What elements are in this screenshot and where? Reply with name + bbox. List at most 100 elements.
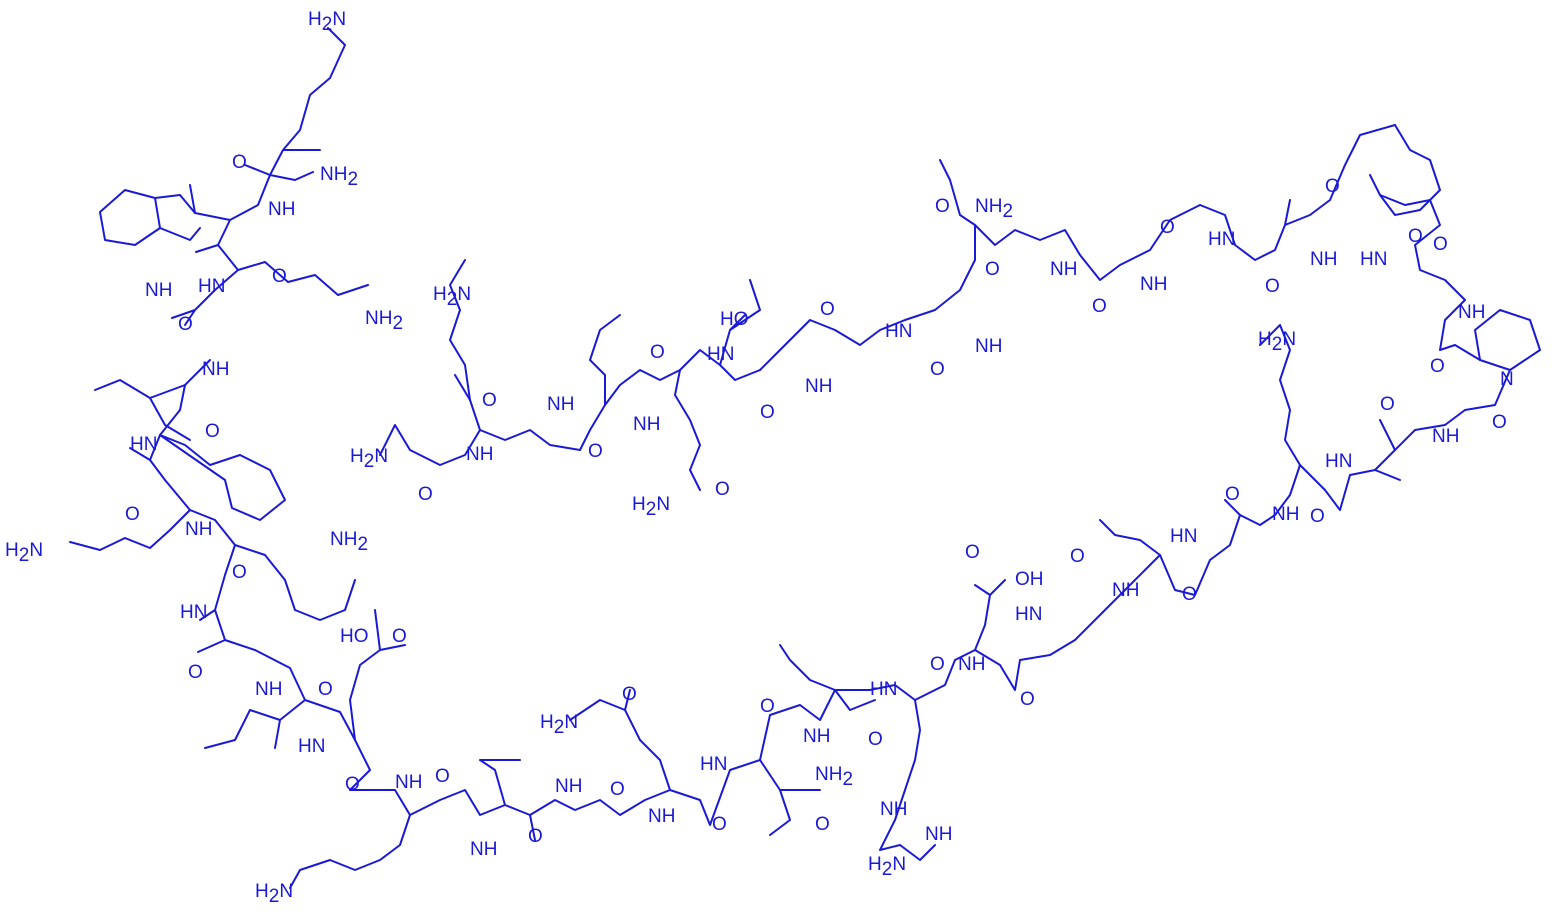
atom-label: NH2 (330, 529, 368, 555)
atom-label: NH2 (320, 164, 358, 190)
atom-label: NH (268, 199, 295, 220)
atom-label: NH (1458, 302, 1485, 323)
atom-label: H2N (5, 540, 43, 566)
atom-label: NH (975, 336, 1002, 357)
atom-label: O (715, 479, 730, 500)
atom-label: HN (1325, 451, 1352, 472)
atom-label: O (418, 484, 433, 505)
atom-label: O (318, 679, 333, 700)
atom-label: NH (466, 444, 493, 465)
atom-label: O (1225, 484, 1240, 505)
atom-label: O (392, 626, 407, 647)
lower-chain (289, 609, 936, 889)
atom-label: O (1430, 356, 1445, 377)
atom-label: NH2 (975, 196, 1013, 222)
atom-label: H2N (632, 494, 670, 520)
atom-label: O (1265, 276, 1280, 297)
atom-label: NH (648, 806, 675, 827)
atom-label: NH (958, 654, 985, 675)
atom-label: O (205, 421, 220, 442)
atom-label: NH (255, 679, 282, 700)
atom-label: OH (1015, 569, 1044, 590)
n-terminal-chain (69, 27, 369, 749)
atom-label: O (232, 562, 247, 583)
right-loop (914, 124, 1541, 701)
atom-label: O (232, 152, 247, 173)
atom-label: NH (145, 280, 172, 301)
atom-label: HN (1170, 526, 1197, 547)
atom-label: O (965, 542, 980, 563)
atom-label: O (935, 196, 950, 217)
atom-label: O (1160, 217, 1175, 238)
atom-label: NH (470, 839, 497, 860)
atom-label: O (815, 814, 830, 835)
atom-label: NH (925, 824, 952, 845)
atom-label: O (1433, 234, 1448, 255)
atom-label: HN (870, 679, 897, 700)
atom-label: HN (1360, 249, 1387, 270)
atom-label: H2N (308, 9, 346, 35)
atom-label: NH (805, 376, 832, 397)
atom-label: O (1310, 506, 1325, 527)
atom-label: O (760, 696, 775, 717)
atom-label: NH (803, 726, 830, 747)
atom-label: NH (1112, 580, 1139, 601)
atom-label: O (985, 259, 1000, 280)
atom-label: O (1408, 226, 1423, 247)
atom-label: HN (130, 434, 157, 455)
atom-label: HO (720, 309, 749, 330)
atom-label: O (610, 779, 625, 800)
atom-label: H2N (255, 881, 293, 907)
atom-label: NH (1310, 249, 1337, 270)
atom-label: HN (1015, 604, 1042, 625)
atom-label: HN (700, 754, 727, 775)
atom-label: NH (880, 799, 907, 820)
atom-label: O (435, 766, 450, 787)
atom-label: H2N (868, 854, 906, 880)
atom-label: HN (198, 276, 225, 297)
atom-label: O (125, 504, 140, 525)
atom-label: O (712, 814, 727, 835)
atom-label: O (930, 359, 945, 380)
atom-label: HN (885, 321, 912, 342)
atom-label: O (528, 826, 543, 847)
atom-label: O (650, 342, 665, 363)
atom-label: HN (1208, 229, 1235, 250)
atom-label: O (272, 266, 287, 287)
atom-label: NH (1050, 259, 1077, 280)
atom-label: H2N (1258, 329, 1296, 355)
atom-label: O (1380, 394, 1395, 415)
atom-label: HN (298, 736, 325, 757)
atom-label: O (930, 654, 945, 675)
atom-label: NH (185, 519, 212, 540)
atom-label: NH (1432, 426, 1459, 447)
atom-label: O (1070, 546, 1085, 567)
atom-label: O (1020, 689, 1035, 710)
atom-label: HO (340, 626, 369, 647)
atom-label: O (1325, 176, 1340, 197)
atom-label: O (622, 684, 637, 705)
atom-label: O (588, 441, 603, 462)
atom-label: O (178, 314, 193, 335)
atom-label: HN (180, 602, 207, 623)
atom-label: HN (707, 344, 734, 365)
atom-label: NH (633, 414, 660, 435)
atom-label: O (345, 774, 360, 795)
atom-label: H2N (540, 712, 578, 738)
atom-label: NH (1272, 504, 1299, 525)
atom-label: O (760, 402, 775, 423)
atom-label: NH (202, 359, 229, 380)
atom-label: H2N (350, 446, 388, 472)
atom-label: O (868, 729, 883, 750)
atom-label: O (1182, 584, 1197, 605)
upper-chain (379, 124, 1396, 491)
atom-label: O (1492, 412, 1507, 433)
atom-label: O (1092, 296, 1107, 317)
atom-labels: H2N NH2 NH O HN NH O NH2 O NH HN O NH O … (5, 9, 1514, 907)
atom-label: NH2 (815, 764, 853, 790)
atom-label: H2N (433, 284, 471, 310)
atom-label: NH2 (365, 308, 403, 334)
atom-label: O (820, 299, 835, 320)
